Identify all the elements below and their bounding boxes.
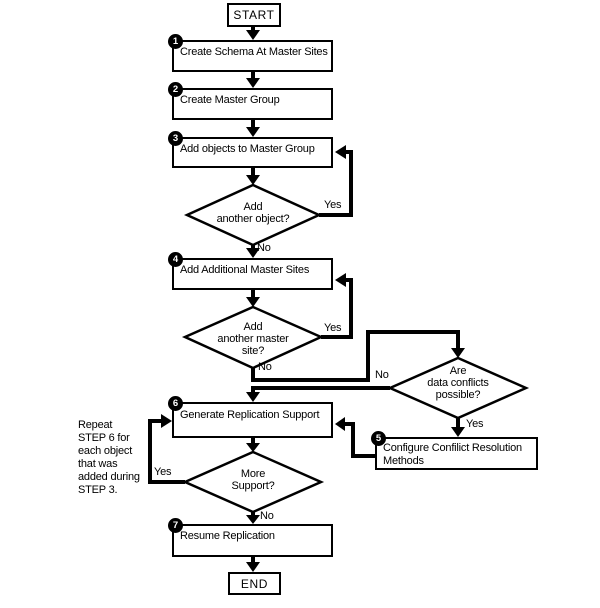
note-line-2: STEP 6 for (78, 432, 130, 444)
step-3-box: Add objects to Master Group (172, 137, 333, 168)
arrowhead-into-step1 (246, 30, 260, 40)
step-6-badge-number: 6 (172, 398, 179, 409)
note-line-3: each object (78, 445, 133, 457)
arrowhead-yes2-into-step4 (335, 273, 346, 287)
step-4-badge-number: 4 (172, 254, 179, 265)
connector-step5-to-step6 (345, 422, 375, 458)
step-6-box: Generate Replication Support (172, 402, 333, 438)
arrowhead-yes3-into-step5 (451, 427, 465, 437)
arrowhead-no3-into-step6 (246, 392, 260, 402)
note-line-4: that was (78, 458, 118, 470)
arrowhead-into-end (246, 562, 260, 572)
step-3-badge-number: 3 (172, 133, 179, 144)
step-5-badge: 5 (371, 431, 386, 446)
arrowhead-yes1-into-step3 (335, 145, 346, 159)
note-line-5: added during (78, 471, 140, 483)
note-line-6: STEP 3. (78, 484, 118, 496)
decision-4-no-label: No (260, 510, 274, 522)
end-node: END (228, 572, 281, 595)
decision-4-line1: More (240, 468, 266, 480)
decision-1-no-label: No (257, 242, 271, 254)
arrowhead-step5-into-step6 (335, 417, 345, 431)
decision-add-another-master-site-text: Add another master site? (183, 321, 323, 357)
decision-3-line2: data conflicts (427, 377, 489, 389)
step-6-label: Generate Replication Support (180, 409, 320, 421)
decision-1-yes-label: Yes (324, 199, 342, 211)
decision-1-line1: Add (243, 201, 263, 213)
step-5-box: Configure Confilict Resolution Methods (375, 437, 538, 470)
step-4-label: Add Additional Master Sites (180, 264, 310, 276)
decision-add-another-master-site-shape (181, 305, 325, 370)
decision-1-line2: another object? (216, 213, 290, 225)
arrowhead-yes4-into-step6 (161, 414, 172, 428)
step-5-badge-number: 5 (375, 433, 382, 444)
connector-decision3-no-to-step6 (251, 386, 390, 393)
repeat-step6-note: Repeat STEP 6 for each object that was a… (78, 419, 164, 497)
step-2-badge-number: 2 (172, 84, 179, 95)
decision-3-yes-label: Yes (466, 418, 484, 430)
step-2-label: Create Master Group (180, 94, 280, 106)
start-node: START (227, 3, 281, 27)
step-4-badge: 4 (168, 252, 183, 267)
decision-2-no-label: No (258, 361, 272, 373)
arrowhead-into-step7 (246, 515, 260, 524)
connector-decision2-no-to-decision3 (251, 330, 460, 382)
decision-3-no-label: No (375, 369, 389, 381)
step-3-badge: 3 (168, 131, 183, 146)
decision-data-conflicts-possible-text: Are data conflicts possible? (388, 365, 528, 401)
step-6-badge: 6 (168, 396, 183, 411)
step-4-box: Add Additional Master Sites (172, 258, 333, 290)
step-2-badge: 2 (168, 82, 183, 97)
decision-3-line3: possible? (435, 389, 481, 401)
end-label: END (240, 576, 269, 591)
decision-add-another-object-text: Add another object? (183, 201, 323, 225)
step-7-label: Resume Replication (180, 530, 275, 542)
decision-more-support-text: More Support? (183, 468, 323, 492)
arrowhead-into-step2 (246, 78, 260, 88)
arrowhead-into-decision2 (246, 297, 260, 307)
arrowhead-into-step4 (246, 248, 260, 258)
step-7-badge-number: 7 (172, 520, 179, 531)
step-3-label: Add objects to Master Group (180, 143, 315, 155)
step-1-badge: 1 (168, 34, 183, 49)
decision-data-conflicts-possible-shape (386, 356, 530, 420)
start-label: START (233, 8, 275, 22)
arrowhead-into-decision4 (246, 443, 260, 452)
decision-4-yes-label: Yes (154, 466, 172, 478)
note-line-1: Repeat (78, 419, 113, 431)
step-5-label-line1: Configure Confilict Resolution (383, 442, 522, 454)
arrowhead-into-step3 (246, 127, 260, 137)
decision-more-support-shape (181, 450, 325, 514)
step-1-badge-number: 1 (172, 36, 179, 47)
step-7-box: Resume Replication (172, 524, 333, 557)
decision-add-another-object-shape (183, 183, 323, 247)
step-1-box: Create Schema At Master Sites (172, 40, 333, 72)
arrowhead-into-decision3 (451, 348, 465, 358)
arrowhead-into-decision1 (246, 175, 260, 185)
step-1-label: Create Schema At Master Sites (180, 46, 328, 58)
step-2-box: Create Master Group (172, 88, 333, 120)
decision-2-line1: Add (243, 321, 263, 333)
decision-4-line2: Support? (231, 480, 275, 492)
connector-decision4-yes-loop (148, 419, 185, 484)
step-5-label-line2: Methods (383, 454, 424, 467)
decision-2-line3: site? (241, 345, 265, 357)
decision-2-line2: another master (217, 333, 289, 345)
decision-2-yes-label: Yes (324, 322, 342, 334)
step-7-badge: 7 (168, 518, 183, 533)
decision-3-line1: Are (449, 365, 467, 377)
